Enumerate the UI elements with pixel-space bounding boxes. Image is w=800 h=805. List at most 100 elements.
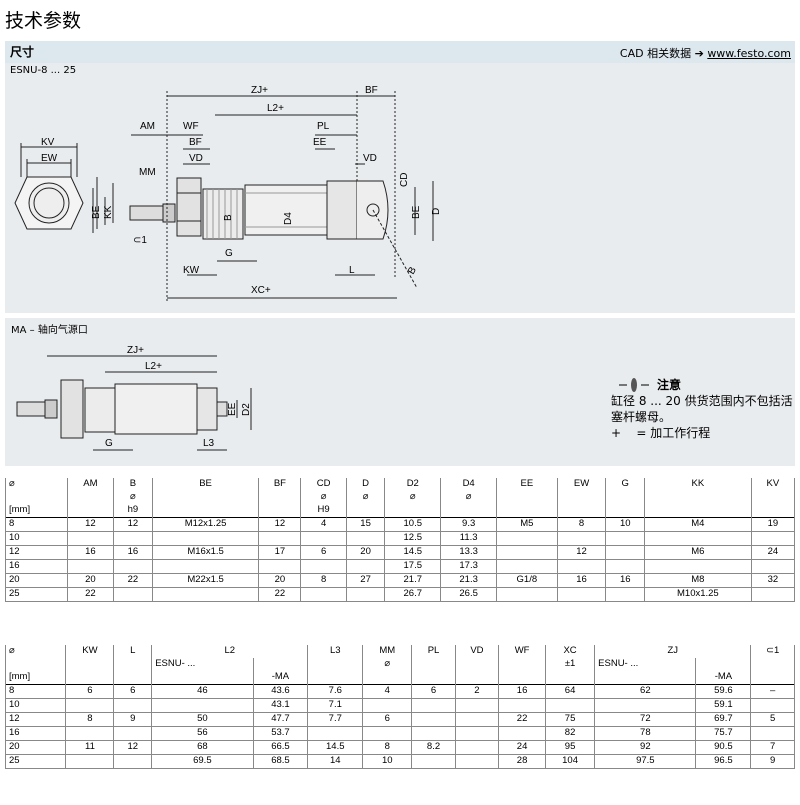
table-cell: [498, 671, 546, 685]
table-cell: M10x1.25: [643, 587, 752, 602]
table-cell: ⌀: [345, 491, 386, 504]
svg-text:BE: BE: [91, 205, 102, 219]
svg-text:L3: L3: [203, 438, 215, 449]
table-cell: 46: [151, 684, 254, 699]
section-header: 尺寸 CAD 相关数据 ➔ www.festo.com: [5, 41, 795, 63]
table-cell: KW: [65, 645, 115, 658]
table-cell: 14.5: [307, 740, 364, 755]
table-cell: [307, 726, 364, 741]
table-cell: 12: [258, 517, 302, 532]
table-cell: 10.5: [384, 517, 442, 532]
table-cell: 78: [594, 726, 697, 741]
table-cell: 4: [300, 517, 347, 532]
table-cell: 4: [362, 684, 413, 699]
table-cell: h9: [113, 504, 153, 518]
table-cell: [454, 698, 500, 713]
note-title: 注意: [657, 378, 682, 392]
table-cell: ⌀: [384, 491, 442, 504]
table-cell: PL: [411, 645, 456, 658]
table-cell: 12.5: [384, 531, 442, 546]
table-cell: B: [113, 478, 153, 491]
table-cell: [496, 545, 558, 560]
table-cell: [643, 491, 752, 504]
table-cell: [496, 491, 558, 504]
table-cell: G1/8: [496, 573, 558, 588]
table-cell: CD: [300, 478, 347, 491]
table-cell: EW: [556, 478, 607, 491]
table-cell: M8: [643, 573, 752, 588]
table-cell: 6: [362, 712, 413, 727]
table-cell: [345, 504, 386, 518]
table-cell: 8: [362, 740, 413, 755]
table-cell: 15: [345, 517, 386, 532]
table-cell: [454, 740, 500, 755]
svg-text:L2+: L2+: [145, 361, 162, 372]
table-cell: KV: [750, 478, 796, 491]
table-cell: L3: [307, 645, 364, 658]
table-cell: 12: [5, 545, 68, 560]
table-cell: [151, 698, 254, 713]
table-cell: 95: [544, 740, 596, 755]
table-cell: 6: [411, 684, 456, 699]
table-cell: [750, 658, 795, 671]
table-cell: BE: [151, 478, 260, 491]
table-cell: [300, 587, 347, 602]
table-cell: 7.6: [307, 684, 364, 699]
festo-link[interactable]: www.festo.com: [707, 47, 791, 60]
svg-text:B: B: [406, 265, 419, 277]
cad-reference: CAD 相关数据 ➔ www.festo.com: [620, 45, 791, 61]
page-title: 技术参数: [5, 10, 82, 32]
table-cell: [454, 658, 500, 671]
table-cell: 17: [258, 545, 302, 560]
table-cell: [113, 754, 153, 769]
table-cell: [5, 491, 68, 504]
table-cell: 16: [113, 545, 153, 560]
table-cell: 16: [498, 684, 546, 699]
svg-text:L: L: [349, 265, 355, 276]
svg-text:EE: EE: [313, 137, 327, 148]
table-cell: 6: [113, 684, 153, 699]
table-cell: 66.5: [252, 740, 309, 755]
svg-text:AM: AM: [140, 121, 155, 132]
table-cell: 2: [454, 684, 500, 699]
table-cell: [643, 504, 752, 518]
table-cell: L: [113, 645, 153, 658]
table-cell: ⌀: [4, 645, 67, 658]
table-cell: 43.1: [252, 698, 309, 713]
table-cell: [605, 504, 645, 518]
table-cell: AM: [66, 478, 115, 491]
section-title: 尺寸: [10, 45, 35, 59]
table-cell: 7.1: [307, 698, 364, 713]
table-cell: –: [750, 684, 795, 699]
table-cell: KK: [643, 478, 752, 491]
table-cell: [556, 587, 607, 602]
table-cell: M4: [643, 517, 752, 532]
table-cell: [605, 491, 645, 504]
table-cell: [307, 671, 364, 685]
table-cell: 8: [4, 684, 67, 699]
table-cell: 59.6: [695, 684, 752, 699]
table-cell: WF: [498, 645, 546, 658]
table-cell: [345, 587, 386, 602]
table-cell: [151, 559, 260, 574]
table-cell: 8: [65, 712, 115, 727]
table-cell: [496, 531, 558, 546]
table-cell: 16: [4, 726, 67, 741]
table-cell: [258, 491, 302, 504]
table-cell: [113, 658, 153, 671]
table-cell: [mm]: [4, 671, 67, 685]
svg-text:BF: BF: [189, 137, 202, 148]
table-cell: [544, 671, 596, 685]
table-cell: [411, 754, 456, 769]
table-cell: ZJ: [594, 645, 752, 658]
svg-text:BE: BE: [411, 205, 422, 219]
table-cell: [695, 658, 752, 671]
table-cell: 62: [594, 684, 697, 699]
